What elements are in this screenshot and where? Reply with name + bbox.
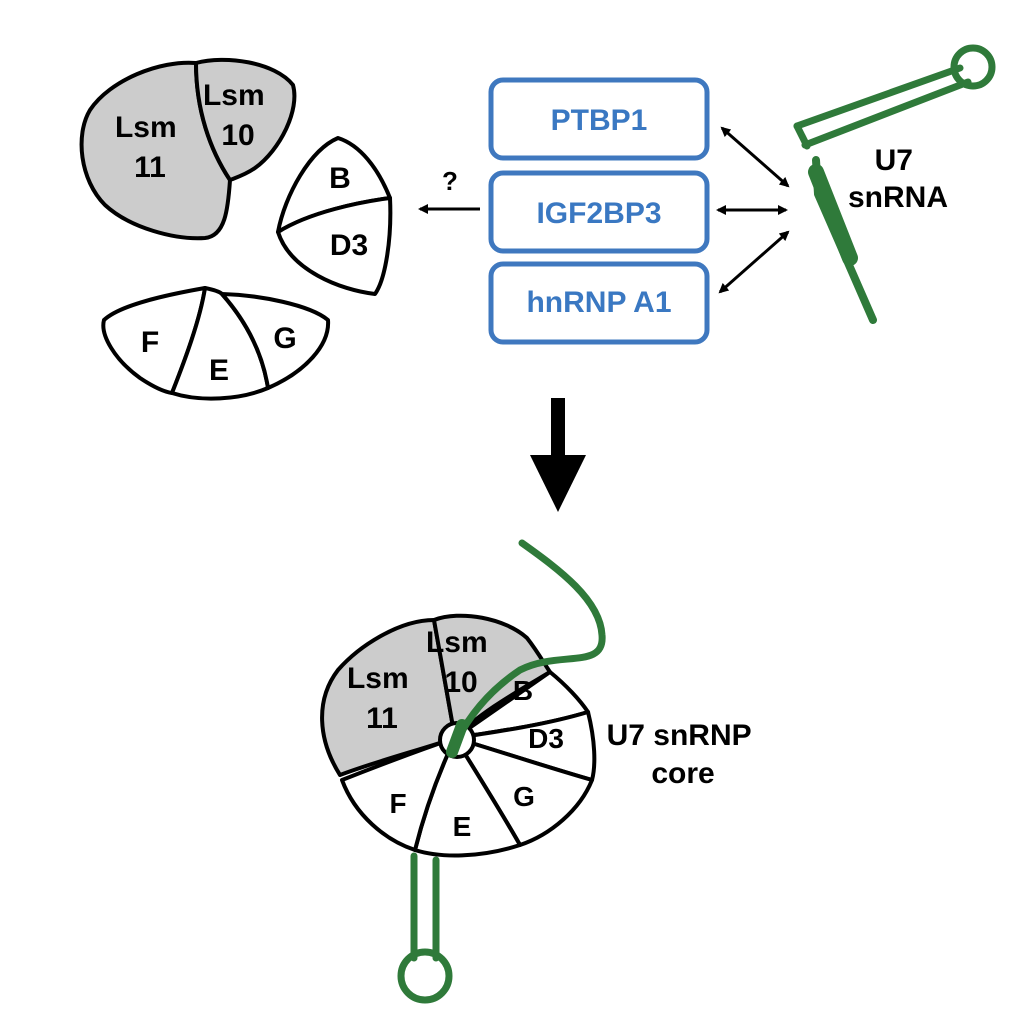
rna-strand-upper <box>793 64 964 130</box>
e-label: E <box>209 354 229 387</box>
factor-ptbp1: PTBP1 <box>488 77 710 161</box>
free-lsm11-lsm10-pair: Lsm 11 Lsm 10 <box>79 57 297 241</box>
factor-hnrnp-a1: hnRNP A1 <box>488 261 710 345</box>
core-sm-site <box>446 719 468 758</box>
u7-snrnp-core: Lsm 11 Lsm 10 B D3 G E F U7 snRNP core <box>320 539 760 1004</box>
core-lsm11-label: Lsm 11 <box>347 662 417 735</box>
free-f-e-g-trimer: F E G <box>101 286 331 401</box>
core-lsm10-protein <box>432 613 552 740</box>
rna-stem-strand <box>801 78 972 149</box>
factor-box <box>488 170 710 254</box>
g-label: G <box>273 322 296 355</box>
rna-hairpin-loop <box>950 44 996 90</box>
f-label: F <box>141 326 159 359</box>
assembly-arrow <box>530 398 586 512</box>
factor-box <box>488 261 710 345</box>
lsm10-protein <box>194 57 297 182</box>
u7-snrna-free: U7 snRNA <box>793 44 996 324</box>
free-b-d3-pair: B D3 <box>276 136 393 296</box>
question-mark: ? <box>442 166 458 196</box>
factor-label: hnRNP A1 <box>526 286 671 319</box>
u7-snrna-label: U7 snRNA <box>848 144 948 214</box>
lsm10-label: Lsm 10 <box>203 79 273 152</box>
d3-label: D3 <box>330 229 368 262</box>
ptbp1-interaction-arrow <box>720 126 790 188</box>
factor-igf2bp3: IGF2BP3 <box>488 170 710 254</box>
core-e-label: E <box>453 811 472 842</box>
core-lsm11-protein <box>320 618 457 777</box>
core-b-label: B <box>513 675 533 706</box>
core-hairpin-loop <box>397 948 453 1004</box>
sm-binding-site <box>808 164 858 266</box>
core-label: U7 snRNP core <box>607 719 760 790</box>
core-f-label: F <box>389 788 406 819</box>
factor-label: IGF2BP3 <box>536 197 661 230</box>
factor-box <box>488 77 710 161</box>
hnrnp-a1-interaction-arrow <box>718 230 790 294</box>
factor-label: PTBP1 <box>551 104 648 137</box>
core-rna-upper-strand <box>453 539 606 744</box>
core-lsm10-label: Lsm 10 <box>426 626 496 699</box>
lsm11-label: Lsm 11 <box>115 111 185 184</box>
core-d3-label: D3 <box>528 723 564 754</box>
assembly-arrow-head <box>530 455 586 512</box>
d3-protein <box>276 196 393 296</box>
core-f-protein <box>340 736 457 852</box>
b-label: B <box>329 162 351 195</box>
g-protein <box>220 292 331 390</box>
core-g-label: G <box>513 781 535 812</box>
assembly-arrow-shaft <box>551 398 565 458</box>
